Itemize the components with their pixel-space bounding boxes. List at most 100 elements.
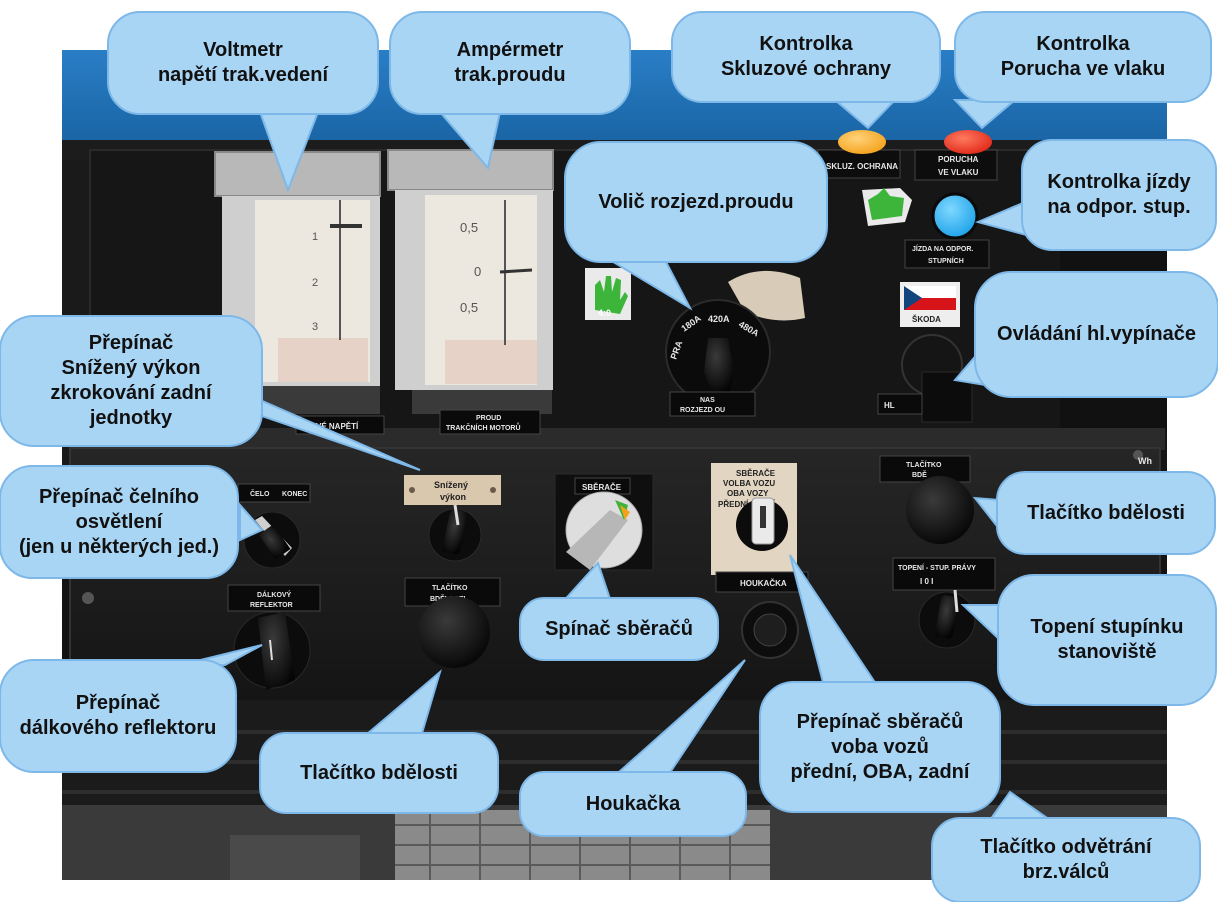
skluz-plate: SKLUZ. OCHRANA <box>826 162 898 171</box>
svg-text:I 0 I: I 0 I <box>920 577 933 586</box>
callout-volic: Volič rozjezd.proudu <box>565 142 827 262</box>
svg-text:JÍZDA NA ODPOR.: JÍZDA NA ODPOR. <box>912 244 973 253</box>
callout-bdelosti-right-line1: Tlačítko bdělosti <box>1027 501 1185 524</box>
bubble-voltmetr <box>107 11 379 115</box>
proud-plate-2: TRAKČNÍCH MOTORŮ <box>446 422 521 432</box>
sberace-switch-housing: SBĚRAČE <box>554 473 654 571</box>
amp-tick-zero: 0 <box>474 264 481 279</box>
amp-tick-bottom: 0,5 <box>460 300 478 315</box>
callout-snizeny-line4: jednotky <box>89 407 173 429</box>
callout-ovladani: Ovládání hl.vypínače <box>975 272 1218 397</box>
tail-celniho <box>239 502 264 542</box>
callout-bdelosti-bottom-line1: Tlačítko bdělosti <box>300 761 458 784</box>
callout-kontrolka-jizdy-line2: na odpor. stup. <box>1047 196 1191 218</box>
bubble-dalkoveho <box>0 659 237 773</box>
skoda-label: ŠKODA <box>912 315 941 324</box>
bubble-spinac <box>519 597 719 661</box>
svg-text:DÁLKOVÝ: DÁLKOVÝ <box>257 590 292 599</box>
callout-kontrolka-jizdy-line1: Kontrolka jízdy <box>1047 171 1191 193</box>
bubble-snizeny <box>0 315 263 447</box>
callout-snizeny-line3: zkrokování zadní <box>50 382 212 404</box>
callout-ampermetr-line1: Ampérmetr <box>456 39 564 61</box>
callout-prepinac-sberacu-line3: přední, OBA, zadní <box>790 760 970 783</box>
bubble-topeni <box>997 574 1217 706</box>
callout-voltmetr-line1: Voltmetr <box>203 39 283 61</box>
svg-text:ROZJEZD OU: ROZJEZD OU <box>680 407 725 414</box>
callout-kontrolka-jizdy: Kontrolka jízdy na odpor. stup. <box>1022 140 1216 250</box>
celo-konec-plate: ČELO KONEC <box>237 483 311 503</box>
bubble-celniho <box>0 465 239 579</box>
callout-tails <box>179 99 1054 821</box>
svg-text:HOUKAČKA: HOUKAČKA <box>740 579 787 588</box>
callout-ampermetr-line2: trak.proudu <box>454 64 566 86</box>
svg-text:ČELO: ČELO <box>250 489 270 498</box>
reduced-power-switch <box>428 504 482 562</box>
svg-text:SBĚRAČE: SBĚRAČE <box>582 483 622 492</box>
svg-text:VOLBA VOZU: VOLBA VOZU <box>723 479 775 488</box>
svg-text:TLAČÍTKO: TLAČÍTKO <box>906 460 942 469</box>
bubble-kontrolka-porucha <box>954 11 1212 103</box>
bubble-ovladani <box>974 271 1218 398</box>
svg-text:NAS: NAS <box>700 397 715 404</box>
bubble-bdelosti-right <box>996 471 1216 555</box>
dalkovy-plate: DÁLKOVÝ REFLEKTOR <box>227 584 321 612</box>
ampmeter-gauge: 0,5 0 0,5 <box>387 149 554 414</box>
czech-flag-badge: ŠKODA <box>900 282 960 327</box>
lamp-orange <box>838 130 886 154</box>
wh-plate: Wh <box>1138 456 1152 466</box>
callout-prepinac-sberacu-line1: Přepínač sběračů <box>796 710 964 733</box>
vigilance-button-right <box>906 476 974 544</box>
callout-houkacka-line1: Houkačka <box>585 792 681 815</box>
callout-dalkoveho-line1: Přepínač <box>75 692 161 714</box>
svg-text:TLAČÍTKO: TLAČÍTKO <box>432 583 468 592</box>
vigilance-button-left <box>418 596 490 668</box>
volt-tick-1: 1 <box>312 231 318 243</box>
thumb-sticker <box>862 188 912 226</box>
callout-bubbles <box>0 11 1218 902</box>
callout-volic-line1: Volič rozjezd.proudu <box>598 190 794 213</box>
callout-odvetrani-line1: Tlačítko odvětrání <box>980 836 1152 858</box>
headlight-switch <box>233 611 311 690</box>
bubble-kontrolka-jizdy <box>1021 139 1217 251</box>
callout-tlacitko-bdelosti-right: Tlačítko bdělosti <box>997 472 1215 554</box>
lamp-red <box>944 130 992 154</box>
callout-kontrolka-porucha-line2: Porucha ve vlaku <box>1000 58 1166 80</box>
bubble-odvetrani <box>931 817 1201 902</box>
callout-prepinac-sberacu-line2: voba vozů <box>831 735 929 758</box>
volt-tick-3: 3 <box>312 321 318 333</box>
callout-celniho-line2: osvětlení <box>75 510 163 533</box>
bubble-houkacka <box>519 771 747 837</box>
callout-tlacitko-bdelosti-bottom: Tlačítko bdělosti <box>260 733 498 813</box>
callout-celniho-line3: (jen u některých jed.) <box>18 535 220 558</box>
svg-text:KONEC: KONEC <box>282 491 307 498</box>
volba-vozu-plate: SBĚRAČE VOLBA VOZU OBA VOZY PŘEDNÍ ZADNÍ <box>711 463 797 575</box>
porucha-plate-1: PORUCHA <box>938 155 979 164</box>
callout-ovladani-line1: Ovládání hl.vypínače <box>997 323 1196 345</box>
heating-switch <box>918 589 976 649</box>
bubble-ampermetr <box>389 11 631 115</box>
napeti-plate: SJOVÉ NAPĚTÍ <box>300 422 359 431</box>
lamp-blue <box>931 192 979 240</box>
bubble-prepinac-sberacu <box>759 681 1001 813</box>
callout-snizeny-line2: Snížený výkon <box>61 357 201 379</box>
callout-dalkoveho-line2: dálkového reflektoru <box>19 717 217 739</box>
lamp-skluz-holder: SKLUZ. OCHRANA <box>817 149 901 179</box>
sticker-score: 4:0 <box>598 308 611 318</box>
svg-text:OBA VOZY: OBA VOZY <box>727 489 769 498</box>
bubble-bdelosti-bottom <box>259 732 499 814</box>
bubble-kontrolka-skluz <box>671 11 941 103</box>
horn-button <box>741 601 799 659</box>
rozjezd-selector: PRA 180A 420A 480A NAS ROZJEZD OU <box>665 299 771 417</box>
topeni-plate: TOPENÍ - STUP. PRÁVY I 0 I <box>892 557 996 591</box>
callout-topeni-line1: Topení stupínku <box>1030 616 1184 638</box>
callout-prepinac-dalkoveho: Přepínač dálkového reflektoru <box>0 660 236 772</box>
svg-text:Snížený: Snížený <box>434 480 468 490</box>
svg-text:TOPENÍ - STUP. PRÁVY: TOPENÍ - STUP. PRÁVY <box>898 563 976 572</box>
